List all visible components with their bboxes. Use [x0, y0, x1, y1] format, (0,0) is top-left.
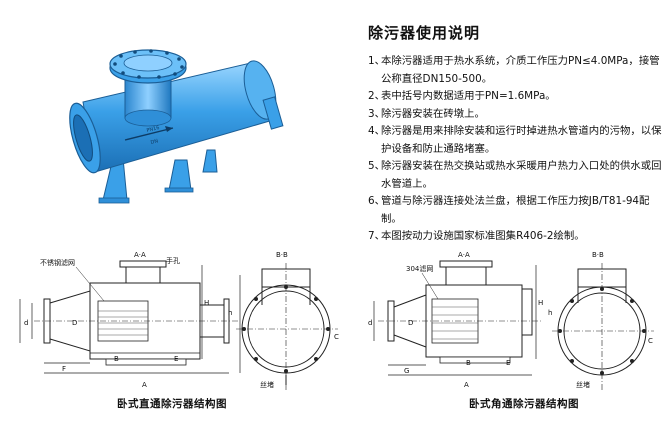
label-dim-C: C	[334, 333, 339, 341]
plate-text-top: PN16	[146, 125, 160, 134]
label-section-side: B·B	[276, 251, 288, 259]
instruction-item: 4、除污器是用来排除安装和运行时掉进热水管道内的污物，以保护设备和防止通路堵塞。	[368, 123, 668, 158]
label-dim-d: d	[368, 319, 372, 327]
instruction-text: 管道与除污器连接处法兰盘，根据工作压力按JB/T81-94配制。	[381, 195, 650, 225]
label-dim-A: A	[142, 381, 147, 389]
instruction-item: 7、本图按动力设施国家标准图集R406-2绘制。	[368, 228, 668, 246]
instruction-text: 除污器安装在热交换站或热水采暖用户热力入口处的供水或回水管道上。	[381, 160, 662, 190]
label-dim-h: h	[228, 309, 232, 317]
label-dim-G: G	[404, 367, 409, 375]
instruction-number: 2、	[368, 90, 386, 102]
label-plug: 丝堵	[576, 380, 590, 389]
label-dim-H: H	[204, 299, 209, 307]
instructions-list: 1、本除污器适用于热水系统，介质工作压力PN≤4.0MPa，接管公称直径DN15…	[368, 53, 668, 246]
filter-3d-render: PN16 DN	[69, 49, 284, 204]
label-dim-E: E	[174, 355, 178, 363]
label-dim-D: D	[408, 319, 413, 327]
caption-straight: 卧式直通除污器结构图	[117, 398, 227, 410]
flow-arrow-plate: PN16 DN	[124, 125, 174, 146]
label-plug: 丝堵	[260, 380, 274, 389]
instruction-text: 表中括号内数据适用于PN=1.6MPa。	[381, 90, 556, 102]
mesh-hatch	[98, 310, 148, 336]
caption-angle: 卧式角通除污器结构图	[469, 398, 579, 410]
instruction-number: 6、	[368, 195, 386, 207]
label-dim-H: H	[538, 299, 543, 307]
instruction-item: 1、本除污器适用于热水系统，介质工作压力PN≤4.0MPa，接管公称直径DN15…	[368, 53, 668, 88]
instruction-item: 6、管道与除污器连接处法兰盘，根据工作压力按JB/T81-94配制。	[368, 193, 668, 228]
side-view-bolts	[242, 285, 330, 373]
mesh-hatch	[432, 306, 478, 340]
inlet-flange	[69, 102, 101, 174]
instruction-text: 本除污器适用于热水系统，介质工作压力PN≤4.0MPa，接管公称直径DN150-…	[381, 55, 660, 85]
label-dim-A: A	[464, 381, 469, 389]
angle-filter-drawing: 304滤网 A·A A G B E H d D B·B h 丝堵 C	[368, 251, 654, 391]
instruction-item: 2、表中括号内数据适用于PN=1.6MPa。	[368, 88, 668, 106]
label-section-top: A·A	[134, 251, 146, 259]
instruction-number: 5、	[368, 160, 386, 172]
label-section-top: A·A	[458, 251, 470, 259]
label-dim-B: B	[114, 355, 119, 363]
instruction-number: 4、	[368, 125, 386, 137]
outlet-flange	[262, 96, 284, 130]
instructions-title: 除污器使用说明	[368, 24, 481, 42]
plate-text-bottom: DN	[150, 138, 159, 146]
instruction-number: 1、	[368, 55, 386, 67]
label-dim-C: C	[648, 337, 653, 345]
label-dim-d: d	[24, 319, 28, 327]
instruction-item: 5、除污器安装在热交换站或热水采暖用户热力入口处的供水或回水管道上。	[368, 158, 668, 193]
label-dim-h: h	[548, 309, 552, 317]
instruction-text: 除污器安装在砖墩上。	[381, 107, 485, 120]
instructions-panel: 除污器使用说明 1、本除污器适用于热水系统，介质工作压力PN≤4.0MPa，接管…	[368, 22, 668, 246]
label-section-side: B·B	[592, 251, 604, 259]
instruction-text: 除污器是用来排除安装和运行时掉进热水管道内的污物，以保护设备和防止通路堵塞。	[381, 125, 662, 155]
top-flange	[109, 49, 187, 127]
label-mesh: 304滤网	[406, 264, 433, 273]
instruction-item: 3、除污器安装在砖墩上。	[368, 106, 668, 124]
label-handhole: 手孔	[166, 256, 180, 265]
label-dim-B: B	[466, 359, 471, 367]
instruction-number: 3、	[368, 107, 386, 120]
label-dim-E: E	[506, 359, 510, 367]
label-mesh: 不锈钢滤网	[40, 258, 75, 267]
label-dim-F: F	[62, 365, 66, 373]
instruction-number: 7、	[368, 230, 386, 242]
instruction-text: 本图按动力设施国家标准图集R406-2绘制。	[381, 230, 585, 242]
straight-filter-drawing: 不锈钢滤网 手孔 A·A A F B E H d D B·B h 丝堵 C	[19, 251, 339, 391]
support-legs	[98, 149, 218, 204]
label-dim-D: D	[72, 319, 77, 327]
